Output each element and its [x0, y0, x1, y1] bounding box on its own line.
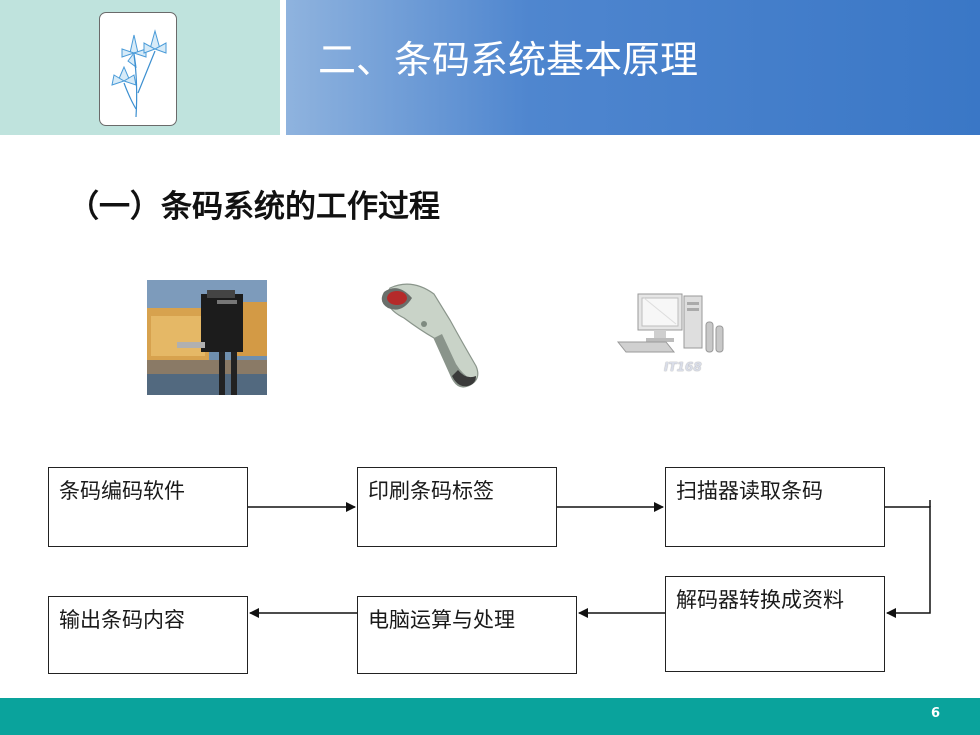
flow-step-print-label: 印刷条码标签: [357, 467, 557, 547]
section-subtitle: （一）条码系统的工作过程: [68, 189, 440, 225]
slide-title: 二、条码系统基本原理: [318, 38, 699, 82]
flow-step-label: 解码器转换成资料: [676, 588, 844, 612]
barcode-printer-photo: [147, 280, 267, 395]
flow-step-scanner-read: 扫描器读取条码: [665, 467, 885, 547]
computer-photo: IT168: [612, 288, 732, 383]
flow-step-label: 条码编码软件: [59, 479, 185, 503]
flow-step-output-content: 输出条码内容: [48, 596, 248, 674]
flow-step-label: 电脑运算与处理: [368, 608, 515, 632]
arrow-3-to-4: [885, 506, 931, 618]
flow-step-label: 输出条码内容: [59, 608, 185, 632]
flow-step-computer-process: 电脑运算与处理: [357, 596, 577, 674]
flow-step-label: 印刷条码标签: [368, 479, 494, 503]
header-separator: [280, 0, 286, 135]
flow-step-decoder-convert: 解码器转换成资料: [665, 576, 885, 672]
it168-watermark: IT168: [664, 360, 702, 374]
barcode-scanner-photo: [372, 280, 490, 395]
flower-icon: [111, 29, 167, 118]
page-number: 6: [930, 706, 940, 721]
flow-step-label: 扫描器读取条码: [676, 479, 823, 503]
header-right-panel: [286, 0, 980, 135]
footer-bar: 6: [0, 698, 980, 735]
flower-logo-card: [99, 12, 177, 126]
flow-step-encoding-software: 条码编码软件: [48, 467, 248, 547]
